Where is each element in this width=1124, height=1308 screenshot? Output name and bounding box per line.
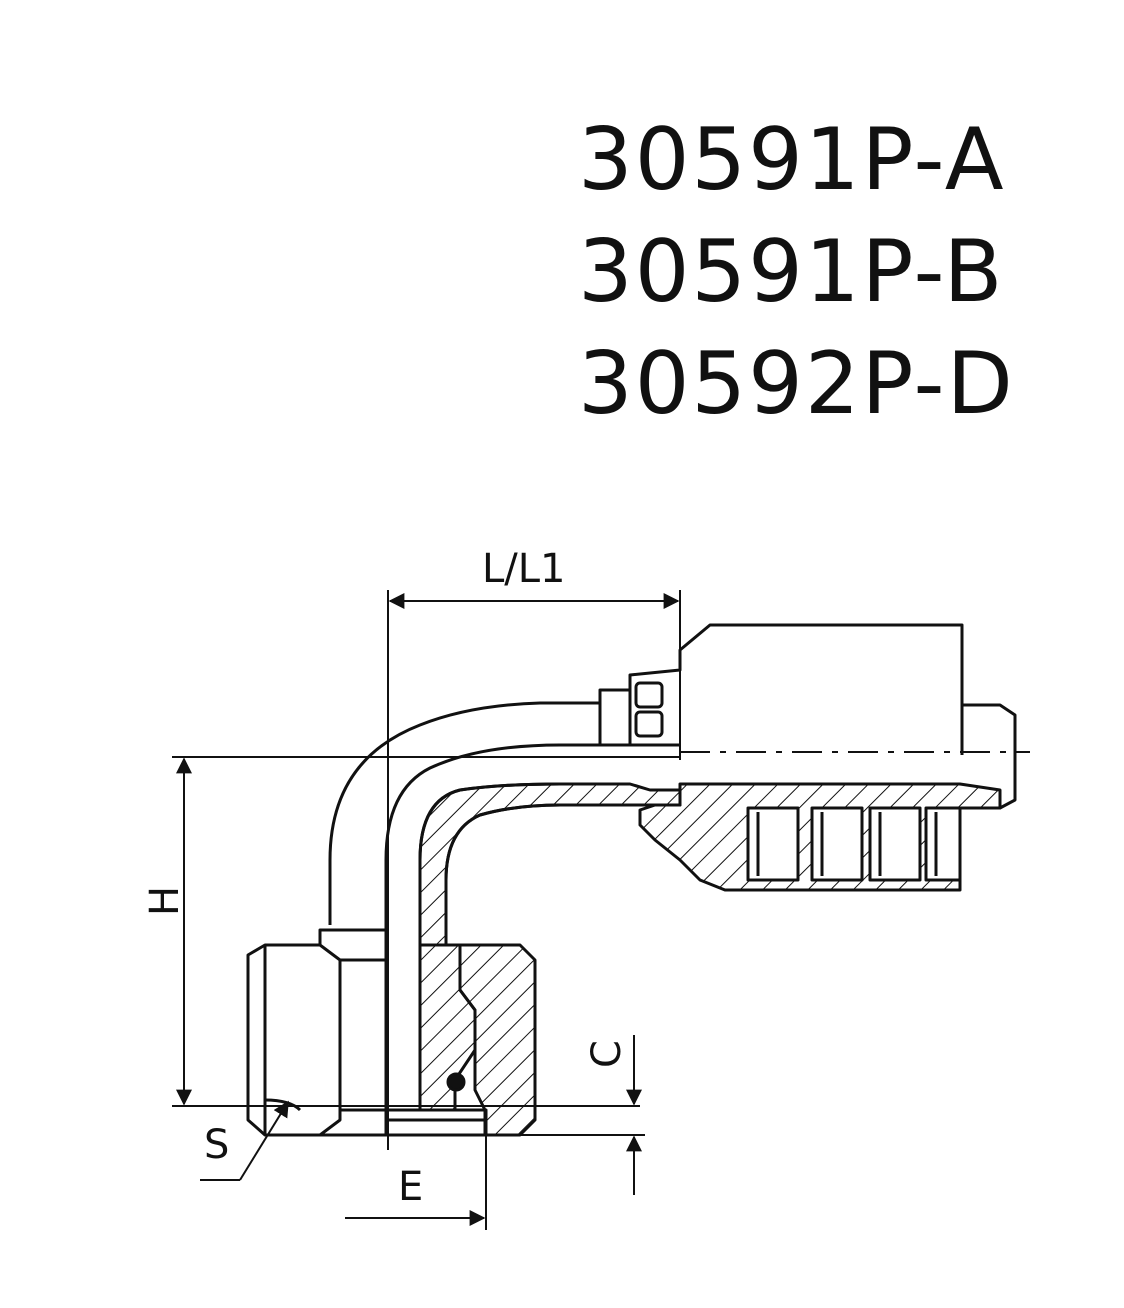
- part-number-d: 30592P-D: [578, 334, 1015, 434]
- dimension-label-e: E: [398, 1164, 423, 1210]
- part-number-b: 30591P-B: [578, 222, 1005, 322]
- dimension-label-s: S: [204, 1122, 229, 1168]
- dimension-label-length: L/L1: [482, 546, 566, 592]
- part-number-list: 30591P-A 30591P-B 30592P-D: [578, 104, 1098, 440]
- dimension-label-height: H: [142, 886, 188, 916]
- fitting-outline: [246, 623, 1017, 1137]
- dimension-lines: [172, 590, 681, 1230]
- part-number-a: 30591P-A: [578, 110, 1006, 210]
- dimension-label-c: C: [584, 1040, 630, 1068]
